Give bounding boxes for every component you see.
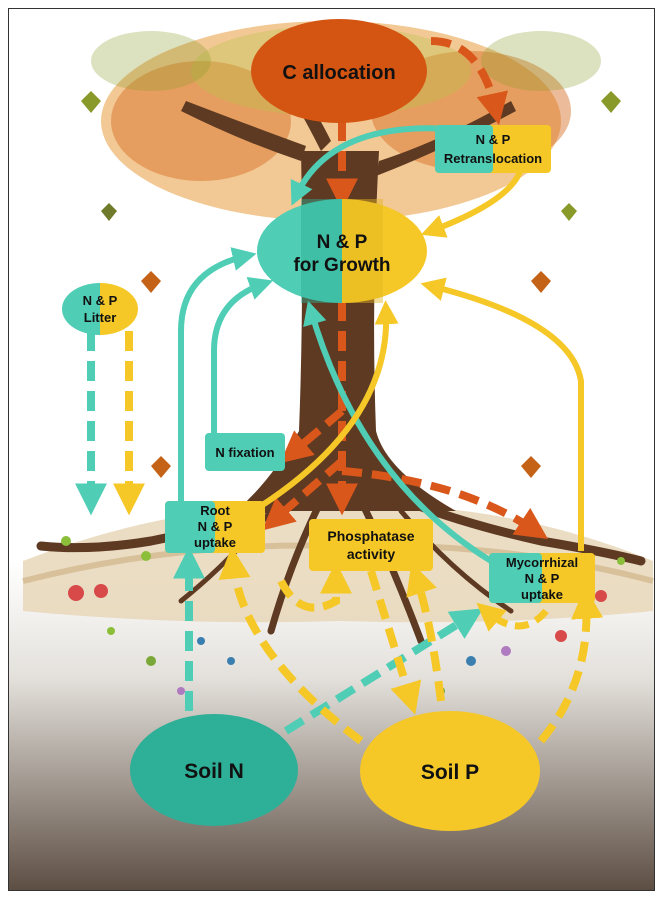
soil-n-label: Soil N [184,760,244,783]
mycorrhizal-line3: uptake [521,587,563,602]
root-line3: uptake [194,535,236,550]
phosphatase-line2: activity [347,546,395,562]
node-n-fixation: N fixation [205,433,285,471]
diagram-frame: C allocation N & P Retranslocation N & P… [8,8,655,891]
root-line2: N & P [198,519,233,534]
arrow-soilp-to-phosphatase [399,576,401,701]
node-soil-n: Soil N [130,714,298,826]
retranslocation-line1: N & P [476,132,511,147]
mycorrhizal-line1: Mycorrhizal [506,555,578,570]
node-root-uptake: Root N & P uptake [165,501,265,553]
mycorrhizal-line2: N & P [525,571,560,586]
node-phosphatase: Phosphatase activity [309,519,433,571]
litter-line1: N & P [83,293,118,308]
nutrient-cycle-diagram: C allocation N & P Retranslocation N & P… [9,9,655,891]
litter-line2: Litter [84,310,117,325]
node-growth: N & P for Growth [257,199,427,303]
root-line1: Root [200,503,230,518]
node-retranslocation: N & P Retranslocation [435,125,551,173]
soil-p-label: Soil P [421,761,479,784]
retranslocation-line2: Retranslocation [444,151,542,166]
node-soil-p: Soil P [360,711,540,831]
node-litter: N & P Litter [62,283,138,335]
node-c-allocation: C allocation [251,19,427,123]
c-allocation-label: C allocation [282,62,395,84]
node-mycorrhizal: Mycorrhizal N & P uptake [489,553,595,603]
n-fixation-label: N fixation [215,445,274,460]
growth-line2: for Growth [293,255,390,276]
growth-line1: N & P [317,232,368,253]
arrow-nfixation-to-growth [214,284,263,433]
phosphatase-line1: Phosphatase [327,528,414,544]
